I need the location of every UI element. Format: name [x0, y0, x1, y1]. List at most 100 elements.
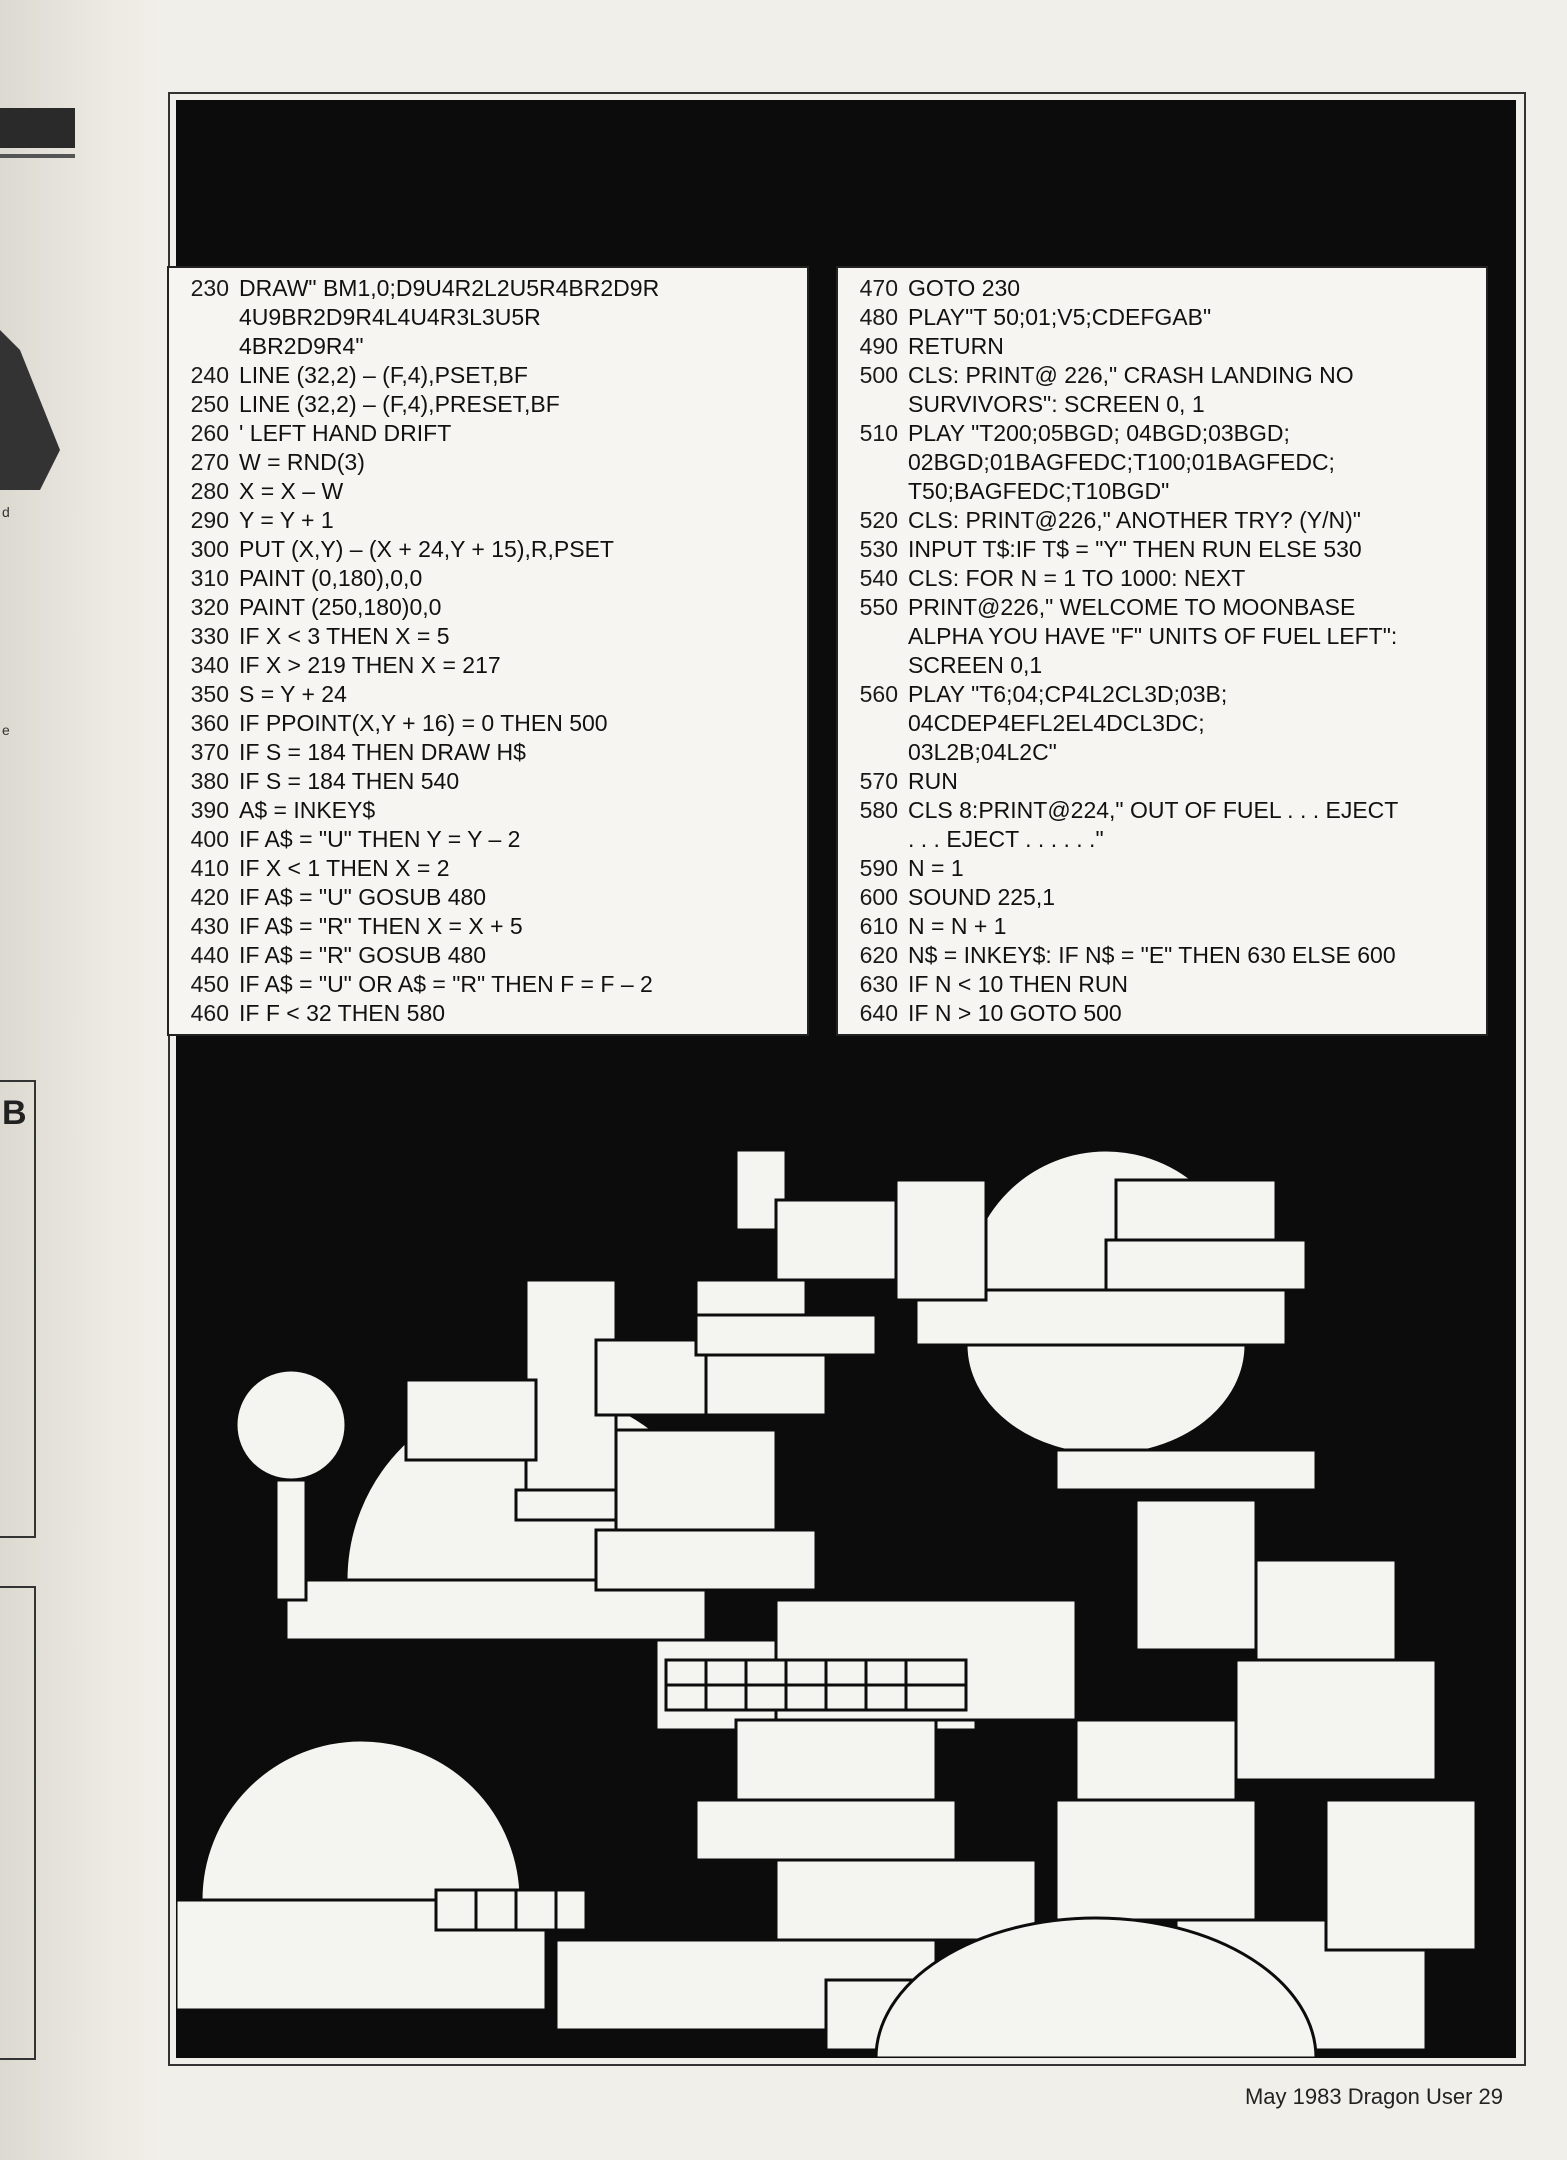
- code-text: N = 1: [908, 855, 964, 881]
- code-line: 470 GOTO 230: [848, 274, 1476, 303]
- code-line: 300 PUT (X,Y) – (X + 24,Y + 15),R,PSET: [179, 535, 797, 564]
- code-text: PLAY"T 50;01;V5;CDEFGAB": [908, 304, 1212, 330]
- code-text: SOUND 225,1: [908, 884, 1056, 910]
- gutter-letter-b: B: [2, 1094, 27, 1132]
- gutter-graphic-corner: [0, 330, 60, 490]
- code-line: 260' LEFT HAND DRIFT: [179, 419, 797, 448]
- code-text: GOTO 230: [908, 275, 1021, 301]
- code-line: 290 Y = Y + 1: [179, 506, 797, 535]
- line-number: 500: [859, 362, 898, 388]
- code-continuation: 4BR2D9R4": [239, 333, 364, 359]
- code-text: W = RND(3): [239, 449, 365, 475]
- code-text: PLAY "T200;05BGD; 04BGD;03BGD;: [908, 420, 1290, 446]
- code-text: IF N > 10 GOTO 500: [908, 1000, 1122, 1026]
- code-text: PAINT (250,180)0,0: [239, 594, 442, 620]
- gutter-stripe: [0, 154, 75, 158]
- code-continuation: . . . EJECT . . . . . .": [908, 826, 1104, 852]
- line-number: 290: [190, 507, 229, 533]
- code-text: PLAY "T6;04;CP4L2CL3D;03B;: [908, 681, 1228, 707]
- code-text: LINE (32,2) – (F,4),PSET,BF: [239, 362, 528, 388]
- code-text: PAINT (0,180),0,0: [239, 565, 423, 591]
- line-number: 410: [190, 855, 229, 881]
- code-line: 280 X = X – W: [179, 477, 797, 506]
- line-number: 240: [190, 362, 229, 388]
- code-text: CLS: PRINT@226," ANOTHER TRY? (Y/N)": [908, 507, 1361, 533]
- line-number: 580: [859, 797, 898, 823]
- line-number: 260: [190, 420, 229, 446]
- line-number: 480: [859, 304, 898, 330]
- code-line: 640 IF N > 10 GOTO 500: [848, 999, 1476, 1028]
- code-line: 270 W = RND(3): [179, 448, 797, 477]
- line-number: 470: [859, 275, 898, 301]
- code-text: RUN: [908, 768, 958, 794]
- code-continuation: 04CDEP4EFL2EL4DCL3DC;: [908, 710, 1205, 736]
- line-number: 250: [190, 391, 229, 417]
- code-text: LINE (32,2) – (F,4),PRESET,BF: [239, 391, 560, 417]
- line-number: 630: [859, 971, 898, 997]
- code-line: 310 PAINT (0,180),0,0: [179, 564, 797, 593]
- code-text: N = N + 1: [908, 913, 1007, 939]
- code-line: 320 PAINT (250,180)0,0: [179, 593, 797, 622]
- line-number: 350: [190, 681, 229, 707]
- code-text: IF A$ = "R" THEN X = X + 5: [239, 913, 523, 939]
- line-number: 430: [190, 913, 229, 939]
- line-number: 310: [190, 565, 229, 591]
- code-text: Y = Y + 1: [239, 507, 334, 533]
- code-text: IF A$ = "U" THEN Y = Y – 2: [239, 826, 521, 852]
- line-number: 320: [190, 594, 229, 620]
- code-text: CLS 8:PRINT@224," OUT OF FUEL . . . EJEC…: [908, 797, 1399, 823]
- line-number: 270: [190, 449, 229, 475]
- line-number: 380: [190, 768, 229, 794]
- code-text: PUT (X,Y) – (X + 24,Y + 15),R,PSET: [239, 536, 614, 562]
- code-text: IF N < 10 THEN RUN: [908, 971, 1129, 997]
- line-number: 640: [859, 1000, 898, 1026]
- code-continuation: SCREEN 0,1: [908, 652, 1043, 678]
- code-text: CLS: FOR N = 1 TO 1000: NEXT: [908, 565, 1246, 591]
- code-line: 480 PLAY"T 50;01;V5;CDEFGAB": [848, 303, 1476, 332]
- line-number: 340: [190, 652, 229, 678]
- code-line: 250 LINE (32,2) – (F,4),PRESET,BF: [179, 390, 797, 419]
- gutter-black-bar: [0, 108, 75, 148]
- code-continuation: SURVIVORS": SCREEN 0, 1: [908, 391, 1205, 417]
- line-number: 420: [190, 884, 229, 910]
- line-number: 300: [190, 536, 229, 562]
- code-text: IF X < 1 THEN X = 2: [239, 855, 450, 881]
- code-line: 380 IF S = 184 THEN 540: [179, 767, 797, 796]
- line-number: 280: [190, 478, 229, 504]
- gutter-box-2: [0, 1586, 36, 2060]
- line-number: 510: [859, 420, 898, 446]
- code-text: X = X – W: [239, 478, 344, 504]
- code-text: RETURN: [908, 333, 1004, 359]
- code-text: IF S = 184 THEN DRAW H$: [239, 739, 526, 765]
- code-line: 240 LINE (32,2) – (F,4),PSET,BF: [179, 361, 797, 390]
- gutter-letter-d: d: [2, 504, 10, 520]
- line-number: 570: [859, 768, 898, 794]
- code-text: N$ = INKEY$: IF N$ = "E" THEN 630 ELSE 6…: [908, 942, 1396, 968]
- code-text: IF S = 184 THEN 540: [239, 768, 460, 794]
- line-number: 370: [190, 739, 229, 765]
- facing-page-gutter: d e B: [0, 0, 160, 2160]
- code-text: IF X > 219 THEN X = 217: [239, 652, 501, 678]
- gutter-box-1: [0, 1080, 36, 1538]
